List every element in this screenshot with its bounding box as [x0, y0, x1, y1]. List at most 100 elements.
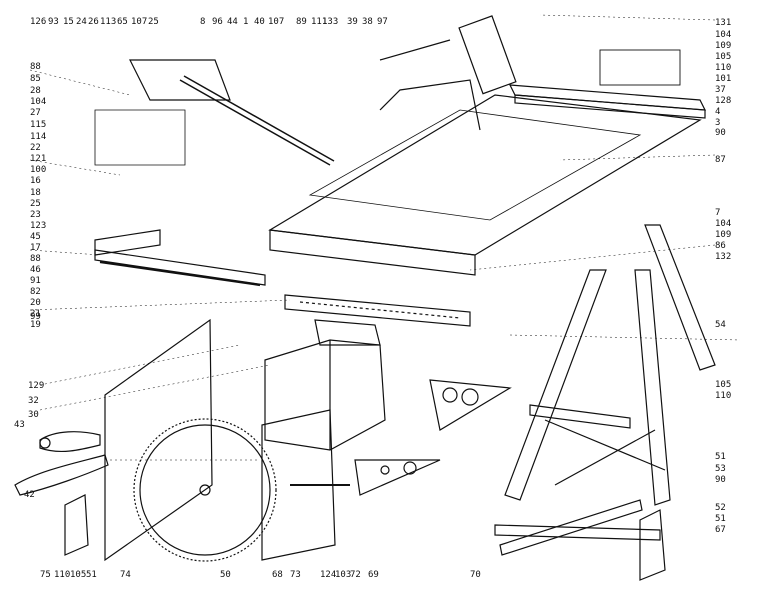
callout-label: 18 — [30, 188, 41, 198]
callout-label: 70 — [470, 570, 481, 580]
callout-label: 86 — [715, 241, 726, 251]
callout-label: 107 — [268, 17, 285, 27]
callout-label: 101 — [715, 74, 732, 84]
callout-label: 82 — [30, 287, 41, 297]
callout-label: 15 — [63, 17, 74, 27]
callout-label: 121 — [30, 154, 47, 164]
callout-label: 51 — [715, 452, 726, 462]
callout-label: 68 — [272, 570, 283, 580]
callout-label: 45 — [30, 232, 41, 242]
callout-label: 87 — [715, 155, 726, 165]
triangle-bracket — [354, 459, 441, 496]
callout-label: 74 — [120, 570, 131, 580]
callout-label: 91 — [30, 276, 41, 286]
callout-label: 32 — [28, 396, 39, 406]
callout-label: 110 — [715, 63, 732, 73]
callout-label: 99 — [30, 312, 41, 322]
callout-label: 88 — [30, 62, 41, 72]
callout-label: 103 — [335, 570, 352, 580]
callout-label: 1 — [243, 17, 249, 27]
callout-label: 26 — [88, 17, 99, 27]
callout-label: 4 — [715, 107, 721, 117]
callout-label: 105 — [715, 380, 732, 390]
callout-label: 105 — [715, 52, 732, 62]
leader-lines — [29, 14, 741, 461]
fence-rail-top — [508, 49, 707, 119]
callout-label: 90 — [715, 475, 726, 485]
callout-label: 53 — [715, 464, 726, 474]
callout-label: 105 — [70, 570, 87, 580]
callout-label: 51 — [86, 570, 97, 580]
callout-label: 132 — [715, 252, 732, 262]
callout-label: 110 — [54, 570, 71, 580]
wrench — [39, 431, 101, 453]
callout-label: 37 — [715, 85, 726, 95]
callout-label: 133 — [322, 17, 339, 27]
callout-label: 128 — [715, 96, 732, 106]
callout-label: 20 — [30, 298, 41, 308]
callout-label: 40 — [254, 17, 265, 27]
guide-rod — [94, 59, 335, 166]
callout-label: 54 — [715, 320, 726, 330]
callout-label: 89 — [296, 17, 307, 27]
rack-rail-left — [94, 229, 266, 287]
saw-blade — [133, 418, 277, 562]
mount-plate — [429, 379, 512, 431]
callout-label: 42 — [24, 490, 35, 500]
callout-label: 17 — [30, 243, 41, 253]
callout-label: 7 — [715, 208, 721, 218]
callout-label: 123 — [30, 221, 47, 231]
callout-label: 114 — [30, 132, 47, 142]
callout-label: 27 — [30, 108, 41, 118]
callout-label: 69 — [368, 570, 379, 580]
callout-label: 19 — [30, 320, 41, 330]
callout-label: 104 — [715, 30, 732, 40]
callout-label: 25 — [30, 199, 41, 209]
callout-label: 126 — [30, 17, 47, 27]
callout-label: 129 — [28, 381, 45, 391]
callout-label: 75 — [40, 570, 51, 580]
callout-label: 107 — [131, 17, 148, 27]
callout-label: 124 — [320, 570, 337, 580]
callout-label: 24 — [76, 17, 87, 27]
callout-label: 109 — [715, 41, 732, 51]
callout-label: 44 — [227, 17, 238, 27]
callout-label: 8 — [200, 17, 206, 27]
callout-label: 90 — [715, 128, 726, 138]
callout-label: 111 — [311, 17, 328, 27]
callout-label: 51 — [715, 514, 726, 524]
callout-label: 21 — [30, 309, 41, 319]
callout-label: 39 — [347, 17, 358, 27]
callout-label: 93 — [48, 17, 59, 27]
callout-label: 38 — [362, 17, 373, 27]
guard-plate — [104, 318, 213, 562]
saw-table-top — [268, 15, 702, 276]
callout-label: 85 — [30, 74, 41, 84]
callout-label: 72 — [350, 570, 361, 580]
push-stick — [14, 454, 109, 496]
callout-label: 22 — [30, 143, 41, 153]
callout-label: 113 — [100, 17, 117, 27]
callout-label: 110 — [715, 391, 732, 401]
callout-label: 97 — [377, 17, 388, 27]
callout-label: 3 — [715, 118, 721, 128]
motor-housing — [261, 319, 386, 561]
callout-label: 65 — [117, 17, 128, 27]
callout-label: 23 — [30, 210, 41, 220]
callout-label: 73 — [290, 570, 301, 580]
callout-label: 104 — [30, 97, 47, 107]
callout-label: 100 — [30, 165, 47, 175]
callout-label: 50 — [220, 570, 231, 580]
callout-label: 28 — [30, 86, 41, 96]
callout-label: 43 — [14, 420, 25, 430]
corner-bracket — [64, 494, 666, 581]
front-rail — [284, 294, 471, 327]
folding-stand — [494, 224, 716, 556]
callout-label: 46 — [30, 265, 41, 275]
callout-label: 52 — [715, 503, 726, 513]
callout-label: 25 — [148, 17, 159, 27]
callout-label: 88 — [30, 254, 41, 264]
callout-label: 131 — [715, 18, 732, 28]
